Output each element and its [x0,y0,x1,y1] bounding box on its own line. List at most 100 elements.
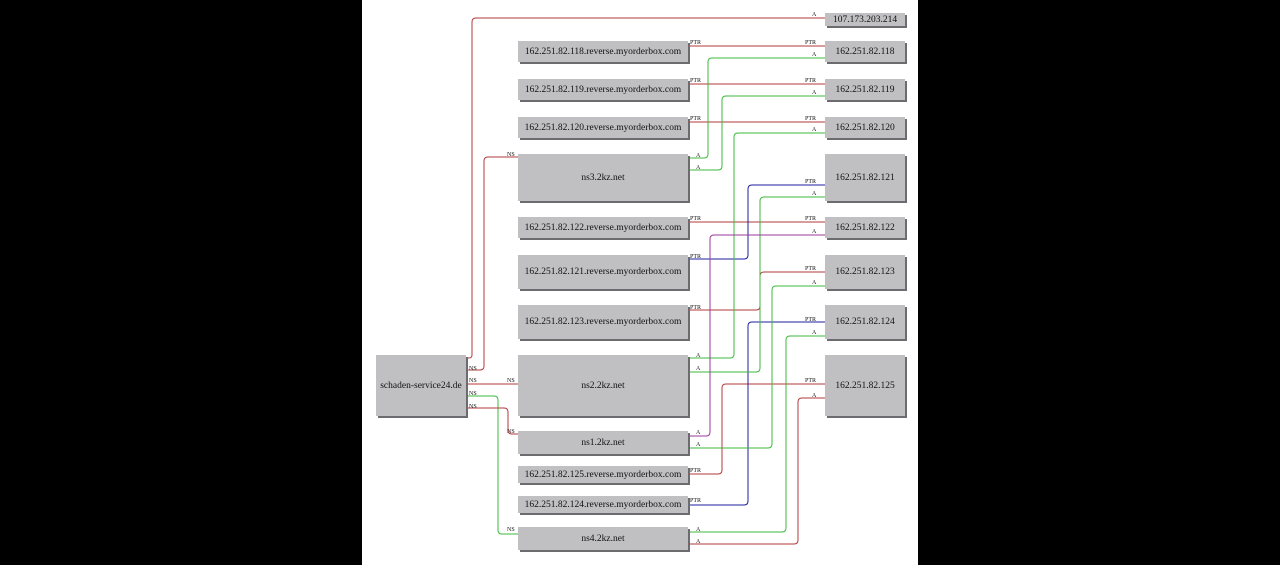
edge-ns1-a-123-label-0: A [696,442,701,448]
edge-ns1-a-123-label-1: A [812,280,817,286]
edge-zone-ns-ns4-label-1: NS [507,527,515,533]
node-rev-120[interactable]: 162.251.82.120.reverse.myorderbox.com [518,117,688,138]
node-ns1-label: ns1.2kz.net [581,437,625,448]
edge-zone-ns-ns2-label-0: NS [469,378,477,384]
edge-ptr-120-label-0: PTR [690,116,701,122]
node-ip-124-label: 162.251.82.124 [835,317,895,327]
node-ip-121[interactable]: 162.251.82.121 [825,154,905,201]
node-ip-119[interactable]: 162.251.82.119 [825,79,905,100]
node-ip-118-label: 162.251.82.118 [835,46,895,57]
edge-ptr-122-label-0: PTR [690,216,701,222]
node-rev-123[interactable]: 162.251.82.123.reverse.myorderbox.com [518,305,688,339]
node-ip-107[interactable]: 107.173.203.214 [825,13,905,26]
edge-zone-a-107 [466,17,825,359]
edge-ptr-123-label-0: PTR [690,305,701,311]
edge-ns2-a-120-label-0: A [696,353,701,359]
node-rev-120-label: 162.251.82.120.reverse.myorderbox.com [524,122,682,133]
node-rev-118-label: 162.251.82.118.reverse.myorderbox.com [524,46,682,57]
edge-ptr-119-label-1: PTR [805,78,816,84]
edge-ns2-a-120 [688,132,825,359]
edge-ptr-125-label-1: PTR [805,378,816,384]
edge-ptr-125-label-0: PTR [690,468,701,474]
node-ip-125[interactable]: 162.251.82.125 [825,355,905,416]
edge-ns4-a-124-label-0: A [696,527,701,533]
node-rev-124-label: 162.251.82.124.reverse.myorderbox.com [524,499,682,510]
node-ip-121-label: 162.251.82.121 [835,172,895,183]
edge-layer: A NS NS NS NS NS NS NS NS PTR PTR PTR PTR PTR PTR PTR PT… [466,12,825,545]
edge-ptr-119-label-0: PTR [690,78,701,84]
edge-ns4-a-125 [688,397,825,545]
node-rev-123-label: 162.251.82.123.reverse.myorderbox.com [524,317,682,327]
node-rev-121-label: 162.251.82.121.reverse.myorderbox.com [524,267,682,277]
node-ip-120[interactable]: 162.251.82.120 [825,117,905,138]
edge-zone-ns-ns4-label-0: NS [469,391,477,397]
node-ns4[interactable]: ns4.2kz.net [518,527,688,550]
edge-ns4-a-124 [688,335,825,533]
edge-ptr-124-label-1: PTR [805,317,816,323]
node-ns2[interactable]: ns2.2kz.net [518,355,688,416]
edge-zone-ns-ns2-label-1: NS [507,378,515,384]
edge-ptr-121-label-1: PTR [805,179,816,185]
node-rev-118[interactable]: 162.251.82.118.reverse.myorderbox.com [518,41,688,62]
edge-ptr-121-label-0: PTR [690,254,701,260]
edge-ns3-a-118 [688,57,825,159]
edge-ns3-a-119-label-1: A [812,90,817,96]
node-ip-119-label: 162.251.82.119 [835,84,895,95]
node-zone[interactable]: schaden-service24.de [376,355,466,416]
edge-ns2-a-121-label-0: A [696,366,701,372]
node-ip-118[interactable]: 162.251.82.118 [825,41,905,62]
edge-ptr-121 [688,184,825,260]
edge-ns3-a-118-label-0: A [696,153,701,159]
node-ip-123[interactable]: 162.251.82.123 [825,255,905,289]
node-ip-124[interactable]: 162.251.82.124 [825,305,905,339]
edge-ns4-a-124-label-1: A [812,330,817,336]
edge-ns4-a-125-label-1: A [812,393,817,399]
node-ns1[interactable]: ns1.2kz.net [518,431,688,454]
dns-graph-canvas: A NS NS NS NS NS NS NS NS PTR PTR PTR PTR PTR PTR PTR PT… [362,0,918,565]
node-ip-122-label: 162.251.82.122 [835,222,895,233]
edge-ns1-a-122-label-0: A [696,430,701,436]
node-ns3[interactable]: ns3.2kz.net [518,154,688,201]
edge-ns1-a-123 [688,285,825,449]
node-rev-119[interactable]: 162.251.82.119.reverse.myorderbox.com [518,79,688,100]
edge-zone-ns-ns1 [466,407,518,435]
edge-ns3-a-118-label-1: A [812,52,817,58]
edge-ns2-a-121 [688,196,825,373]
node-ip-122[interactable]: 162.251.82.122 [825,217,905,238]
node-ip-125-label: 162.251.82.125 [835,380,895,391]
edge-ns2-a-120-label-1: A [812,127,817,133]
edge-ptr-122-label-1: PTR [805,216,816,222]
node-ns3-label: ns3.2kz.net [581,172,625,183]
node-ip-120-label: 162.251.82.120 [835,122,895,133]
edge-ptr-124 [688,321,825,506]
node-zone-label: schaden-service24.de [380,380,462,391]
edge-zone-ns-ns3-label-0: NS [469,366,477,372]
edge-zone-ns-ns4 [466,395,518,535]
node-rev-121[interactable]: 162.251.82.121.reverse.myorderbox.com [518,255,688,289]
edge-ns3-a-119 [688,95,825,171]
node-rev-125[interactable]: 162.251.82.125.reverse.myorderbox.com [518,466,688,483]
edge-ns3-a-119-label-0: A [696,165,701,171]
node-rev-125-label: 162.251.82.125.reverse.myorderbox.com [524,469,682,480]
node-rev-122-label: 162.251.82.122.reverse.myorderbox.com [524,222,682,233]
node-ns4-label: ns4.2kz.net [581,533,625,544]
node-ip-123-label: 162.251.82.123 [835,267,895,277]
edge-ns1-a-122 [688,234,825,437]
edge-ptr-123-label-1: PTR [805,266,816,272]
edge-ptr-125 [688,383,825,475]
edge-ptr-118-label-0: PTR [690,40,701,46]
node-rev-124[interactable]: 162.251.82.124.reverse.myorderbox.com [518,496,688,513]
node-rev-122[interactable]: 162.251.82.122.reverse.myorderbox.com [518,217,688,238]
edge-zone-ns-ns3-label-1: NS [507,152,515,158]
edge-zone-ns-ns1-label-1: NS [507,429,515,435]
node-ns2-label: ns2.2kz.net [581,380,625,391]
edge-ns1-a-122-label-1: A [812,229,817,235]
edge-zone-ns-ns1-label-0: NS [469,404,477,410]
edge-ptr-120-label-1: PTR [805,116,816,122]
edge-zone-ns-ns3 [466,156,518,371]
edge-ns2-a-121-label-1: A [812,191,817,197]
node-ip-107-label: 107.173.203.214 [832,14,898,25]
edge-ptr-123 [688,271,825,311]
edge-zone-a-107-label-0: A [812,12,817,18]
edge-ptr-124-label-0: PTR [690,498,701,504]
